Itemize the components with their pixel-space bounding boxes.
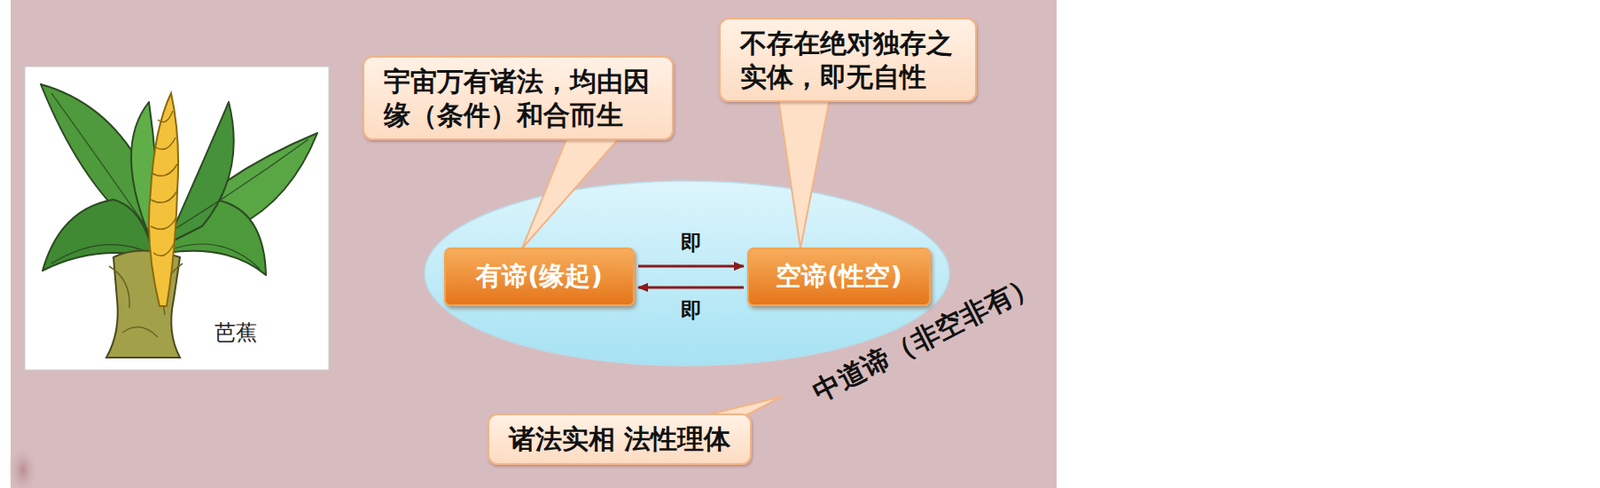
callout-bubble: 宇宙万有诸法，均由因缘（条件）和合而生 [362,55,674,141]
banana-leaves [40,84,318,275]
relation-arrow [638,285,744,289]
illustration-frame: 芭蕉 [24,66,329,370]
plant-name: 芭蕉 [214,318,258,347]
spike-spiral [150,110,178,256]
node-text: 不存在绝对独存之实体，即无自性 [740,26,956,94]
callout-tail [522,136,621,249]
flower-spike [148,93,179,306]
panel-ground [10,0,1057,488]
edge-label: 即 [678,230,705,256]
truth-box: 空谛(性空) [747,247,931,306]
node-text: 宇宙万有诸法，均由因缘（条件）和合而生 [383,64,653,132]
truth-ellipse [424,180,950,366]
picture-frame [24,66,329,370]
corner-smudge [7,443,40,488]
callout-tail [778,98,830,249]
banana-illustration [24,66,329,370]
relation-arrow [638,265,744,268]
node-text: 有谛(缘起) [461,258,617,295]
truth-box: 有谛(缘起) [444,247,635,306]
callout-bubble: 不存在绝对独存之实体，即无自性 [718,17,977,102]
node-text: 诸法实相 法性理体 [508,421,731,456]
node-text: 空谛(性空) [764,258,914,295]
callout-bubble: 诸法实相 法性理体 [487,413,752,465]
edge-label: 即 [678,297,705,323]
leaf-ribs [51,93,309,269]
